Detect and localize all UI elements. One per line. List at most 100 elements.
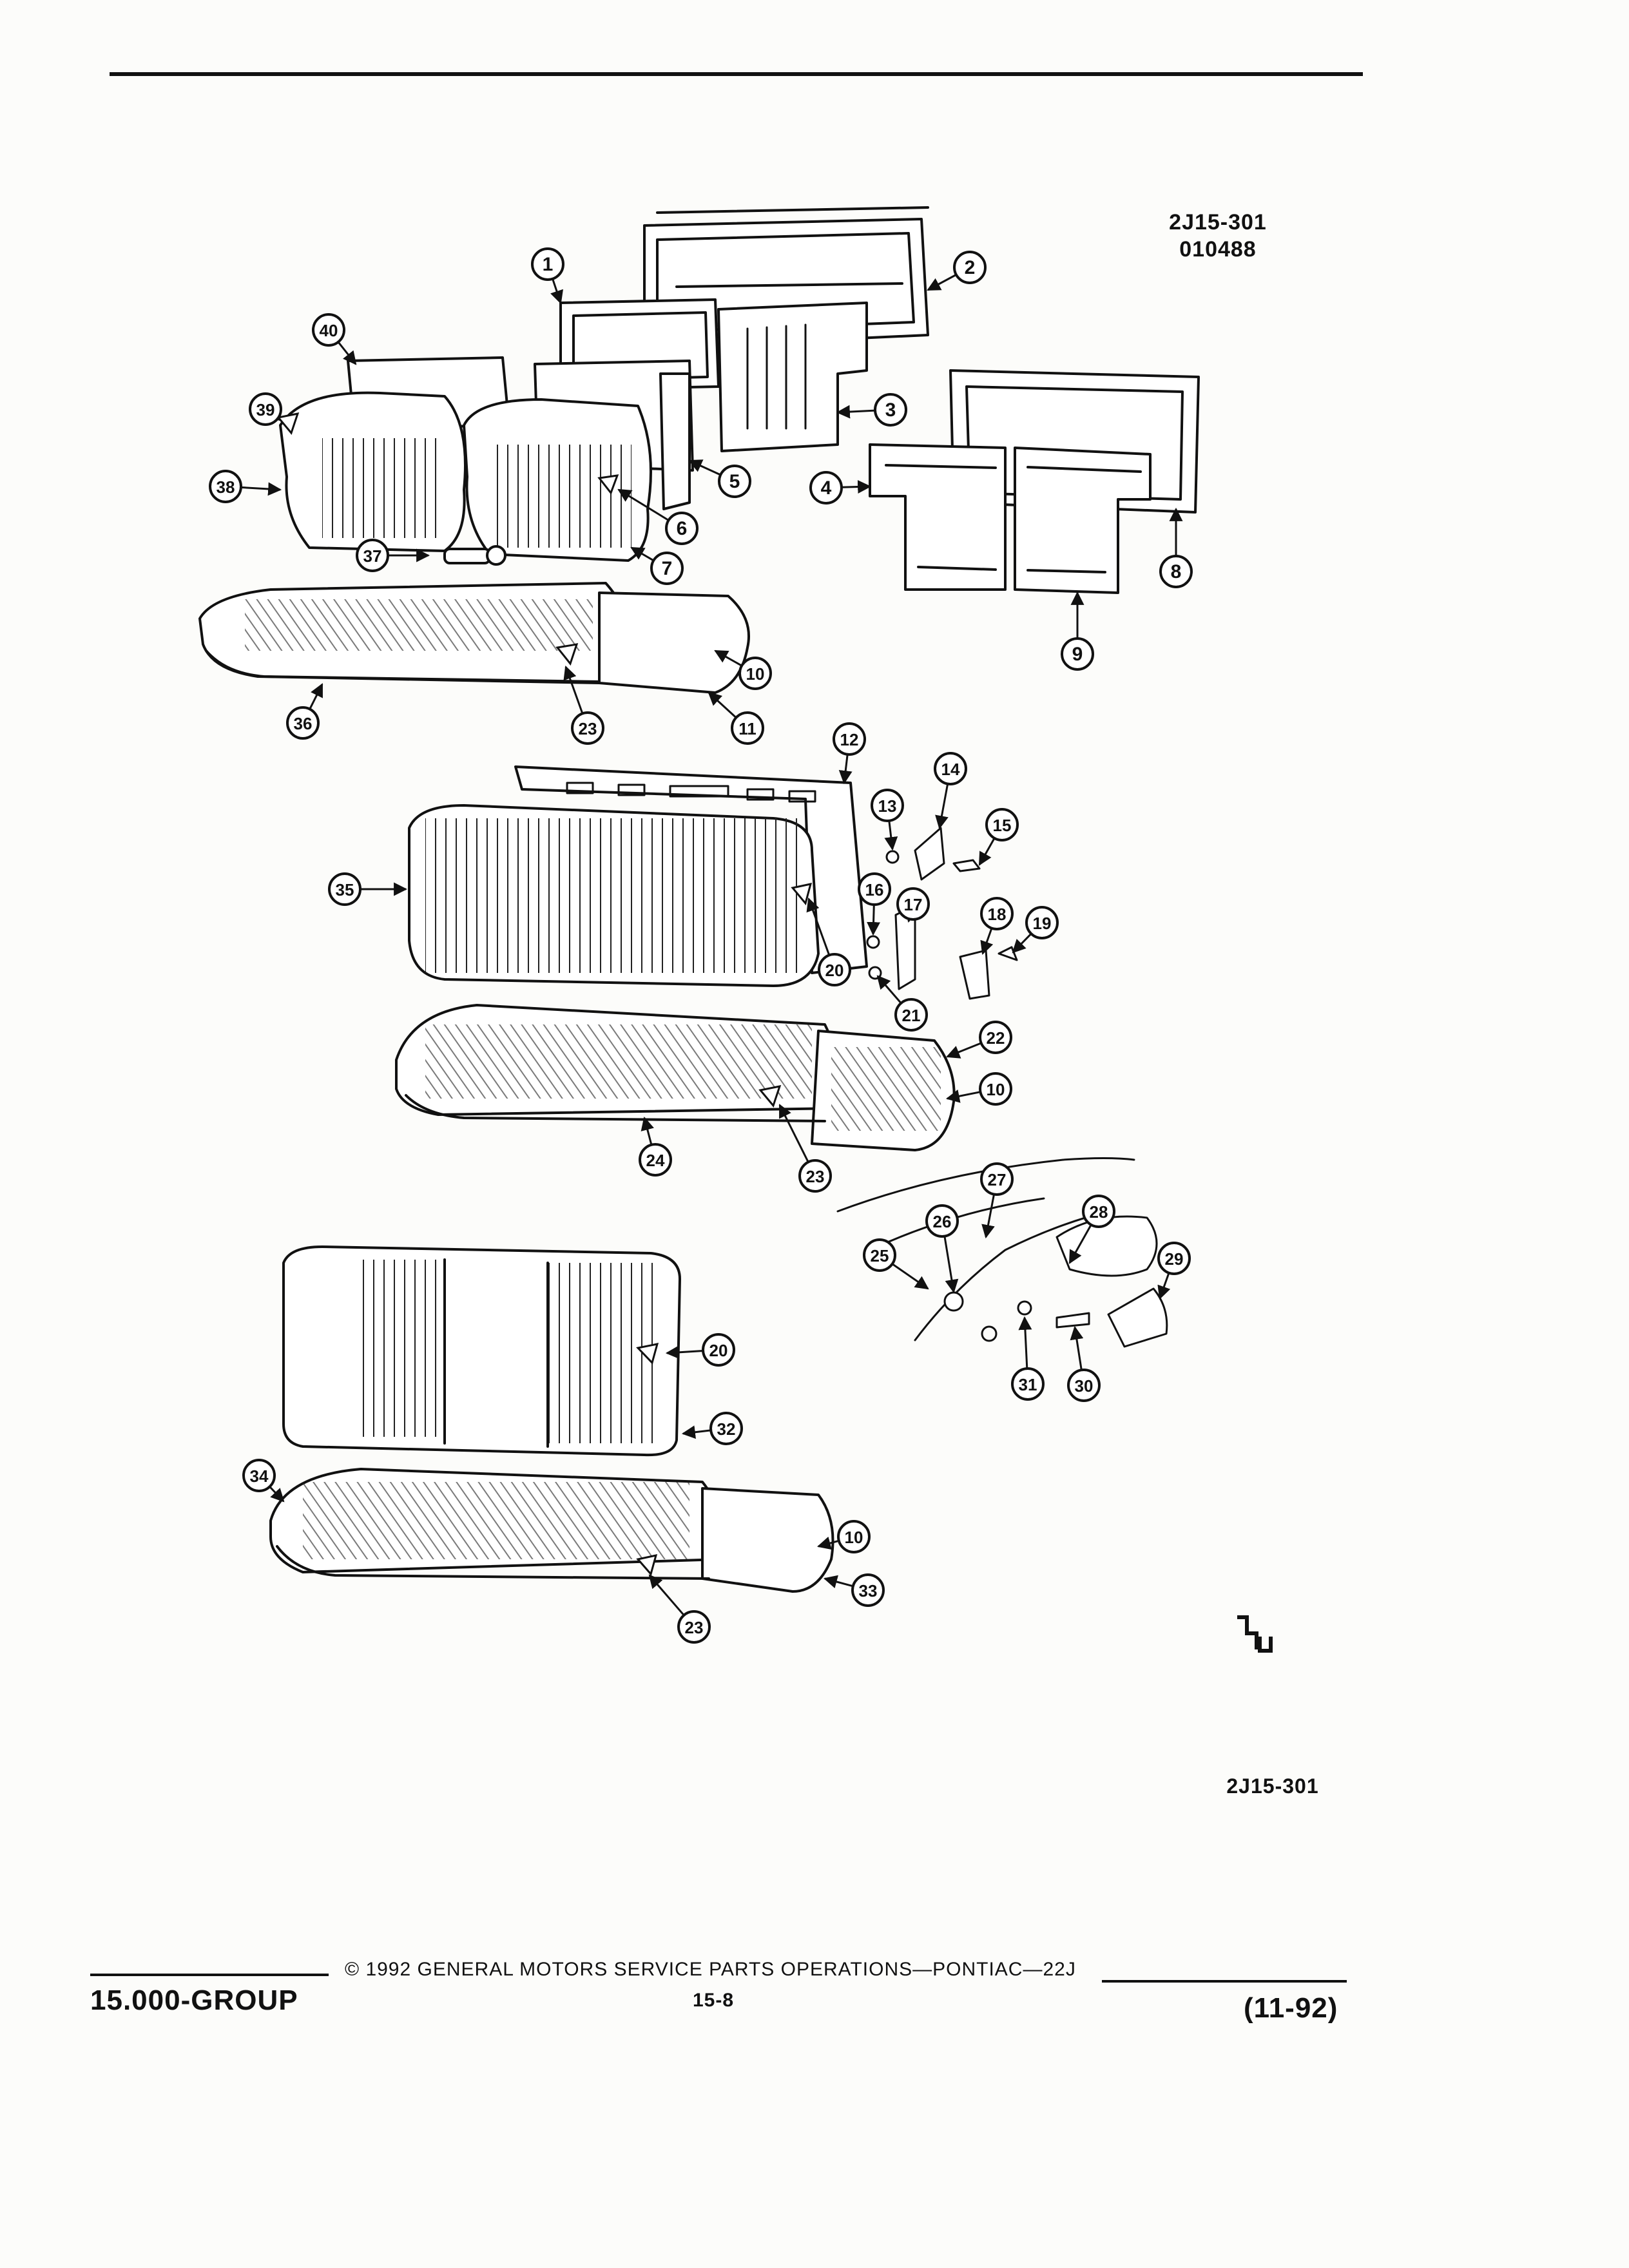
callout-leader-30	[1070, 1325, 1084, 1370]
callout-10: 10	[979, 1072, 1012, 1106]
callout-number: 40	[320, 321, 338, 340]
callout-number: 20	[709, 1341, 728, 1360]
callout-number: 29	[1165, 1249, 1184, 1269]
callout-number: 16	[865, 880, 884, 899]
callout-leader-33	[823, 1575, 854, 1589]
figure-date: 010488	[1179, 237, 1257, 262]
callout-23: 23	[677, 1610, 711, 1644]
callout-leader-27	[981, 1194, 996, 1239]
callout-38: 38	[209, 470, 242, 503]
callout-number: 10	[845, 1528, 863, 1547]
callout-27: 27	[980, 1162, 1014, 1196]
callout-number: 22	[987, 1028, 1005, 1048]
bracket-panel-4	[869, 443, 1152, 594]
callout-36: 36	[286, 706, 320, 740]
callout-number: 17	[904, 895, 923, 914]
callout-number: 11	[738, 719, 757, 738]
bench-seat-cushion-24	[395, 1004, 956, 1151]
callout-leader-18	[980, 928, 994, 955]
callout-number: 39	[256, 400, 275, 419]
callout-10: 10	[738, 657, 772, 690]
callout-number: 35	[336, 880, 354, 899]
figure-code: 2J15-301	[1169, 210, 1267, 235]
callout-23: 23	[571, 711, 604, 745]
callout-25: 25	[863, 1238, 896, 1272]
callout-leader-7	[630, 546, 655, 562]
callout-leader-20	[806, 898, 831, 956]
rear-seat-cushion-34	[269, 1468, 834, 1593]
callout-17: 17	[896, 887, 930, 921]
callout-12: 12	[833, 722, 866, 756]
callout-10: 10	[837, 1520, 871, 1553]
callout-28: 28	[1082, 1195, 1115, 1228]
insert-panel-3	[717, 302, 868, 452]
revision-date: (11-92)	[1244, 1992, 1338, 2024]
callout-leader-31	[1018, 1316, 1032, 1369]
callout-leader-14	[935, 783, 949, 830]
callout-29: 29	[1157, 1242, 1191, 1275]
callout-leader-16	[867, 904, 881, 936]
callout-15: 15	[985, 808, 1019, 841]
callout-19: 19	[1025, 906, 1059, 939]
callout-26: 26	[925, 1204, 959, 1238]
callout-number: 24	[646, 1151, 665, 1170]
callout-34: 34	[242, 1459, 276, 1492]
callout-number: 20	[825, 961, 844, 980]
callout-number: 37	[363, 546, 382, 566]
callout-16: 16	[858, 872, 891, 906]
callout-number: 6	[677, 518, 688, 539]
callout-1: 1	[531, 247, 564, 281]
callout-number: 8	[1171, 561, 1182, 582]
callout-number: 26	[933, 1212, 952, 1231]
callout-leader-20	[665, 1345, 704, 1360]
callout-leader-10	[816, 1536, 840, 1550]
callout-leader-3	[836, 405, 876, 419]
callout-number: 30	[1075, 1376, 1094, 1396]
callout-number: 23	[579, 719, 597, 738]
callout-24: 24	[639, 1143, 672, 1177]
page-number: 15-8	[693, 1990, 735, 2011]
callout-number: 3	[885, 399, 896, 421]
callout-leader-34	[269, 1486, 285, 1503]
callout-number: 31	[1019, 1375, 1037, 1394]
callout-14: 14	[934, 752, 967, 785]
callout-31: 31	[1011, 1367, 1045, 1401]
callout-7: 7	[650, 552, 684, 585]
callout-39: 39	[249, 392, 282, 426]
callout-leader-38	[240, 482, 282, 496]
callout-number: 32	[717, 1419, 736, 1439]
figure-label: 2J15-301	[1226, 1774, 1319, 1798]
callout-number: 23	[685, 1618, 704, 1637]
callout-13: 13	[871, 789, 904, 822]
callout-22: 22	[979, 1021, 1012, 1054]
callout-leader-13	[884, 820, 898, 851]
callout-leader-29	[1157, 1273, 1171, 1300]
callout-8: 8	[1159, 555, 1193, 588]
callout-leader-23	[778, 1104, 809, 1163]
trim-markers	[276, 412, 813, 1577]
callout-number: 12	[840, 730, 859, 749]
callout-number: 13	[878, 796, 897, 816]
callout-number: 14	[941, 760, 960, 779]
callout-20: 20	[702, 1333, 735, 1367]
callout-33: 33	[851, 1573, 885, 1607]
bucket-seatback-38	[279, 391, 467, 552]
callout-11: 11	[731, 711, 764, 745]
callout-40: 40	[312, 313, 345, 347]
callout-leader-25	[891, 1263, 929, 1290]
callout-number: 5	[729, 471, 740, 492]
callout-21: 21	[894, 998, 928, 1032]
callout-leader-24	[641, 1116, 654, 1146]
footer-rule-right	[1102, 1980, 1347, 1983]
callout-20: 20	[818, 953, 851, 986]
hinge-hardware-13-21	[866, 827, 1018, 1000]
callout-number: 19	[1033, 914, 1052, 933]
callout-37: 37	[356, 539, 389, 572]
callout-leader-19	[1012, 933, 1032, 954]
callout-leader-1	[550, 278, 563, 304]
callout-number: 34	[250, 1466, 269, 1486]
callout-leader-32	[681, 1425, 711, 1439]
callout-5: 5	[718, 465, 751, 498]
callout-number: 27	[988, 1170, 1007, 1189]
